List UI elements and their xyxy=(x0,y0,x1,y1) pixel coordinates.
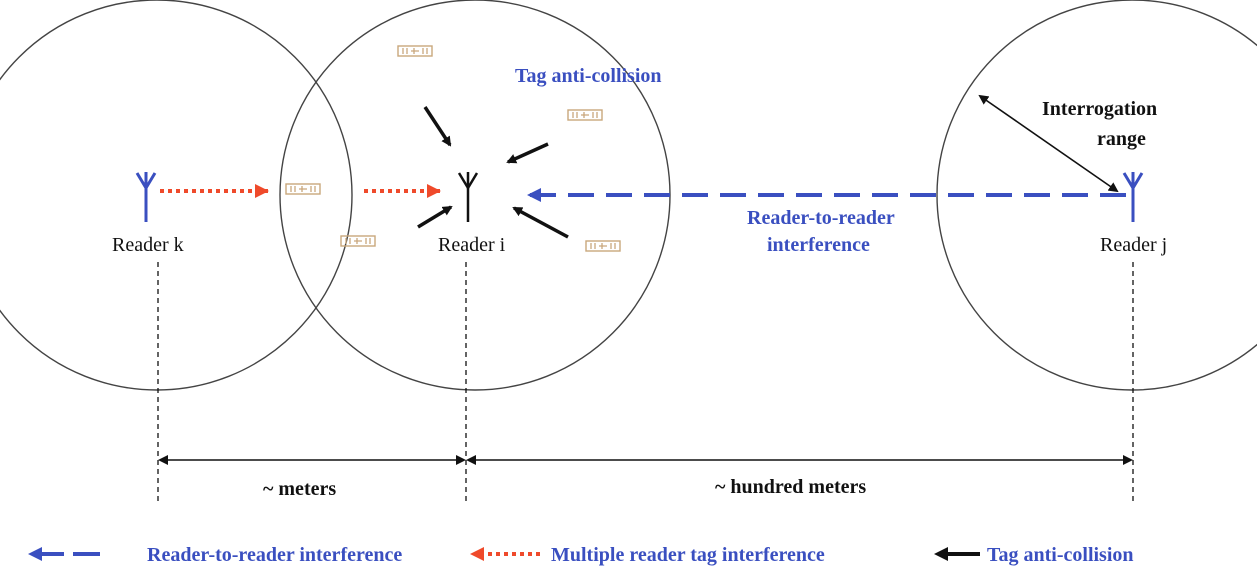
tag-icon xyxy=(585,240,621,252)
range-circle-reader-k xyxy=(0,0,353,391)
reader-i-antenna-icon xyxy=(457,172,479,222)
reader-to-reader-label: interference xyxy=(767,234,870,256)
legend-multiple-reader-tag-icon xyxy=(470,547,540,561)
reader-j-label: Reader j xyxy=(1100,234,1167,256)
interrogation-range-label: range xyxy=(1097,128,1146,150)
legend-multiple-reader-tag-label: Multiple reader tag interference xyxy=(551,544,825,566)
interrogation-range-arrow xyxy=(978,94,1119,193)
reader-k-antenna-icon xyxy=(135,172,157,222)
reader-to-reader-label: Reader-to-reader xyxy=(747,207,895,229)
legend-reader-to-reader-icon xyxy=(28,547,100,561)
reader-j-antenna-icon xyxy=(1122,172,1144,222)
tag-icon xyxy=(567,109,603,121)
tag-anti-collision-arrow xyxy=(506,142,549,164)
long-distance-label: ~ hundred meters xyxy=(715,476,866,498)
legend: Reader-to-reader interference Multiple r… xyxy=(28,544,1134,566)
tag-anti-collision-arrow xyxy=(417,205,453,229)
reader-k-label: Reader k xyxy=(112,234,184,256)
reader-i-label: Reader i xyxy=(438,234,506,256)
short-distance-label: ~ meters xyxy=(263,478,336,500)
legend-tag-anti-collision-label: Tag anti-collision xyxy=(987,544,1134,566)
tag-icon xyxy=(285,183,321,195)
tag-anti-collision-label: Tag anti-collision xyxy=(515,65,662,87)
tag-icon xyxy=(397,45,433,57)
range-circle-reader-j xyxy=(936,0,1257,391)
legend-reader-to-reader-label: Reader-to-reader interference xyxy=(147,544,402,566)
interrogation-range-label: Interrogation xyxy=(1042,98,1157,120)
legend-tag-anti-collision-icon xyxy=(934,547,980,561)
tag-anti-collision-arrow xyxy=(512,206,569,239)
tag-anti-collision-arrow xyxy=(423,106,452,147)
reader-to-reader-arrowhead xyxy=(527,188,541,202)
